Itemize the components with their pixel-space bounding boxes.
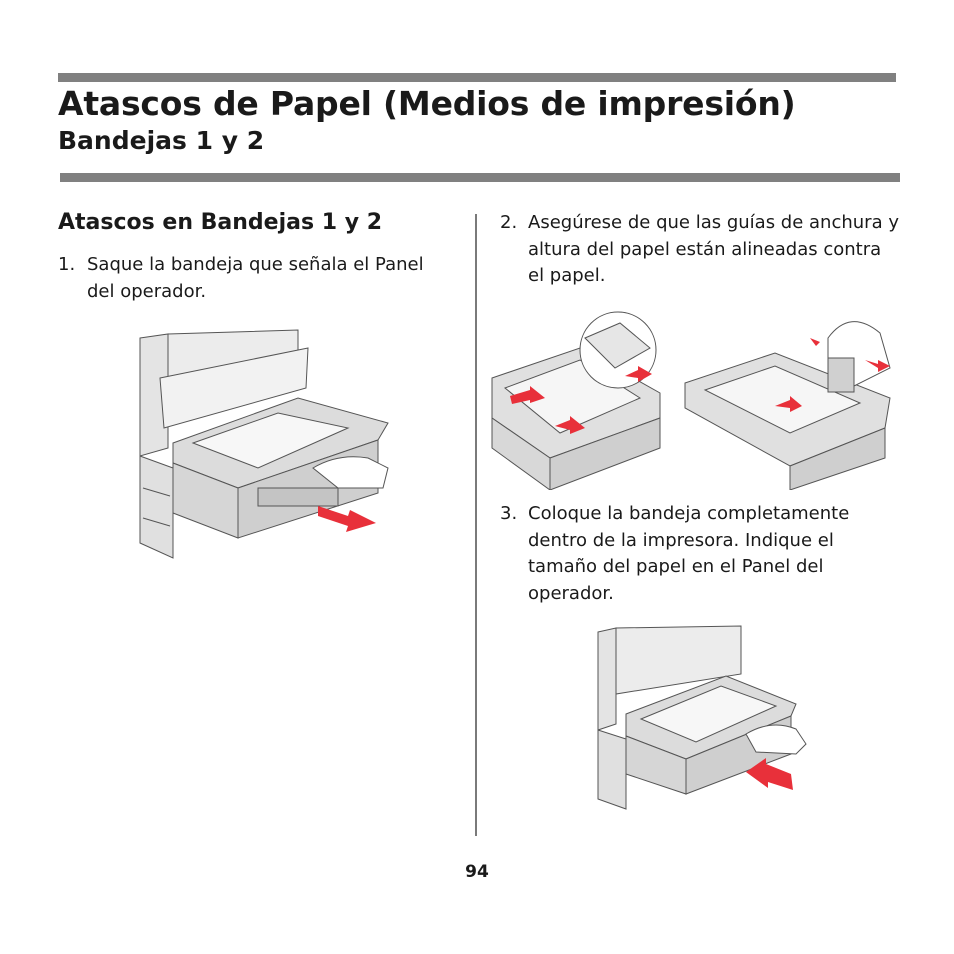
step-1: 1. Saque la bandeja que señala el Panel …	[58, 252, 438, 305]
section-heading: Atascos en Bandejas 1 y 2	[58, 210, 382, 235]
column-divider	[475, 214, 477, 836]
header-rule-top	[58, 73, 896, 82]
guide-arrow-4	[775, 396, 802, 412]
step-3-text: Coloque la bandeja completamente dentro …	[528, 503, 850, 604]
guide-arrow-5	[865, 360, 890, 372]
page-title: Atascos de Papel (Medios de impresión)	[58, 84, 796, 123]
guide-arrow-1	[510, 386, 545, 404]
page-number: 94	[465, 862, 489, 882]
guide-arrow-3	[625, 366, 652, 382]
page-subtitle: Bandejas 1 y 2	[58, 126, 265, 155]
step-1-text: Saque la bandeja que señala el Panel del…	[87, 254, 424, 302]
step-2-text: Asegúrese de que las guías de anchura y …	[528, 212, 899, 286]
step-2: 2. Asegúrese de que las guías de anchura…	[500, 210, 900, 290]
guide-arrow-2	[555, 416, 585, 434]
header-rule-bottom	[60, 173, 900, 182]
push-arrow	[746, 758, 793, 790]
tray-pull-out-illustration	[138, 328, 393, 570]
pull-arrow	[318, 506, 376, 532]
step-2-number: 2.	[500, 212, 518, 233]
step-3: 3. Coloque la bandeja completamente dent…	[500, 501, 900, 607]
tray-insert-illustration	[596, 624, 808, 816]
guide-arrow-6	[810, 338, 820, 346]
paper-guides-illustration	[490, 308, 895, 490]
step-3-number: 3.	[500, 503, 518, 524]
step-1-number: 1.	[58, 254, 76, 275]
